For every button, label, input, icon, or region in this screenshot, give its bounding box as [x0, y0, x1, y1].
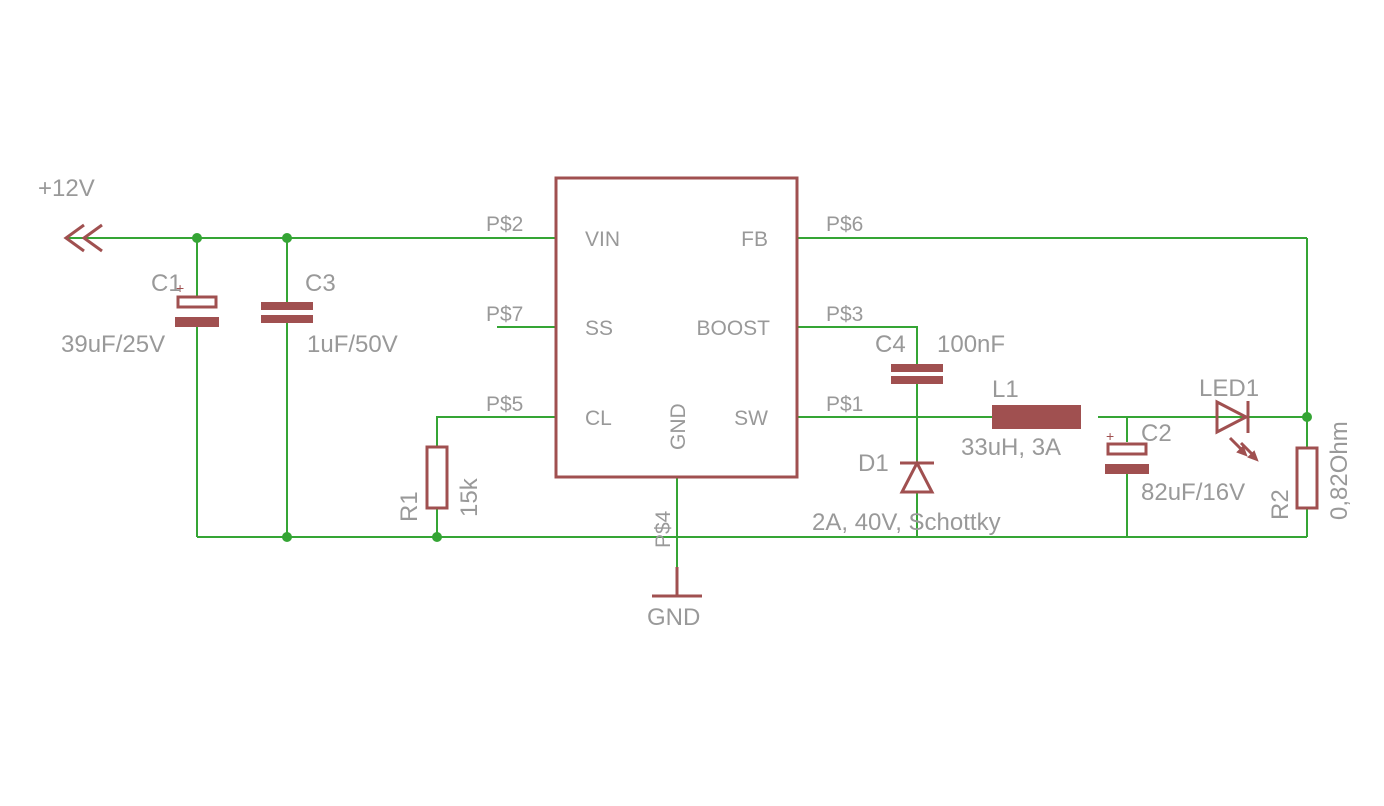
pin-name-ss: SS	[585, 317, 613, 340]
pin-num-sw: P$1	[826, 393, 863, 416]
d1-name: D1	[858, 450, 889, 477]
pin-name-vin: VIN	[585, 228, 620, 251]
r2-body	[1295, 446, 1319, 510]
r1-value: 15k	[456, 477, 483, 517]
c3-value: 1uF/50V	[307, 331, 398, 358]
wire-boost	[797, 326, 918, 367]
capacitor-c2: + C2 82uF/16V	[1105, 420, 1245, 506]
r1-name: R1	[396, 491, 423, 522]
supply-label: +12V	[38, 175, 95, 202]
diode-icon	[899, 459, 935, 494]
pin-num-vin: P$2	[486, 213, 523, 236]
capacitor-c1: + C1 39uF/25V	[61, 270, 219, 358]
wire-cl	[436, 416, 556, 447]
c1-name: C1	[151, 270, 182, 297]
led-led1: LED1	[1199, 375, 1259, 462]
pin-name-fb: FB	[741, 228, 768, 251]
pin-name-gnd: GND	[667, 403, 690, 450]
pin-name-boost: BOOST	[696, 317, 770, 340]
led-emission-arrowhead	[1236, 445, 1248, 457]
c3-name: C3	[305, 270, 336, 297]
pin-name-sw: SW	[734, 407, 768, 430]
r2-name: R2	[1267, 489, 1294, 520]
c1-plate-positive	[176, 295, 218, 309]
c1-value: 39uF/25V	[61, 331, 165, 358]
d1-value: 2A, 40V, Schottky	[812, 509, 1001, 536]
capacitor-c4: C4 100nF	[875, 331, 1005, 384]
led1-name: LED1	[1199, 375, 1259, 402]
c2-plus-sign: +	[1106, 428, 1114, 444]
pin-num-fb: P$6	[826, 213, 863, 236]
led-icon	[1215, 399, 1250, 435]
double-arrow-supply-icon	[63, 223, 85, 253]
c2-plate-positive	[1106, 442, 1148, 456]
junction-dot	[432, 532, 442, 542]
r2-value: 0,82Ohm	[1326, 421, 1353, 520]
ic-body	[554, 176, 799, 479]
ground-label: GND	[647, 604, 700, 631]
l1-name: L1	[992, 376, 1019, 403]
pin-num-boost: P$3	[826, 303, 863, 326]
c3-plate-bottom	[261, 315, 313, 323]
c2-name: C2	[1141, 420, 1172, 447]
junctions	[192, 233, 1312, 542]
c1-plus-sign: +	[176, 280, 184, 296]
junction-dot	[1302, 412, 1312, 422]
regulator-ic: P$2 VIN P$7 SS P$5 CL P$6 FB P$3 BOOST P…	[486, 176, 863, 548]
junction-dot	[282, 233, 292, 243]
led-emission-arrowhead	[1247, 450, 1259, 462]
c2-value: 82uF/16V	[1141, 479, 1245, 506]
pin-num-ss: P$7	[486, 303, 523, 326]
pin-name-cl: CL	[585, 407, 612, 430]
c3-plate-top	[261, 302, 313, 310]
junction-dot	[192, 233, 202, 243]
wires	[68, 237, 1308, 567]
ground-symbol: GND	[647, 567, 702, 631]
c2-plate-negative	[1105, 464, 1149, 474]
double-arrow-supply-icon-part	[81, 223, 103, 253]
pin-num-cl: P$5	[486, 393, 523, 416]
c1-plate-negative	[175, 317, 219, 327]
junction-dot	[282, 532, 292, 542]
c4-name: C4	[875, 331, 906, 358]
c4-value: 100nF	[937, 331, 1005, 358]
diode-d1: D1 2A, 40V, Schottky	[812, 450, 1001, 536]
resistor-r2: R2 0,82Ohm	[1267, 421, 1353, 520]
l1-value: 33uH, 3A	[961, 434, 1061, 461]
supply-12v: +12V	[38, 175, 103, 253]
inductor-icon	[992, 405, 1081, 429]
inductor-l1: L1 33uH, 3A	[961, 376, 1081, 461]
r1-body	[425, 445, 449, 510]
c4-plate-bottom	[891, 376, 943, 384]
pin-num-gnd: P$4	[652, 510, 675, 548]
c4-plate-top	[891, 364, 943, 372]
resistor-r1: R1 15k	[396, 445, 483, 522]
capacitor-c3: C3 1uF/50V	[261, 270, 398, 358]
